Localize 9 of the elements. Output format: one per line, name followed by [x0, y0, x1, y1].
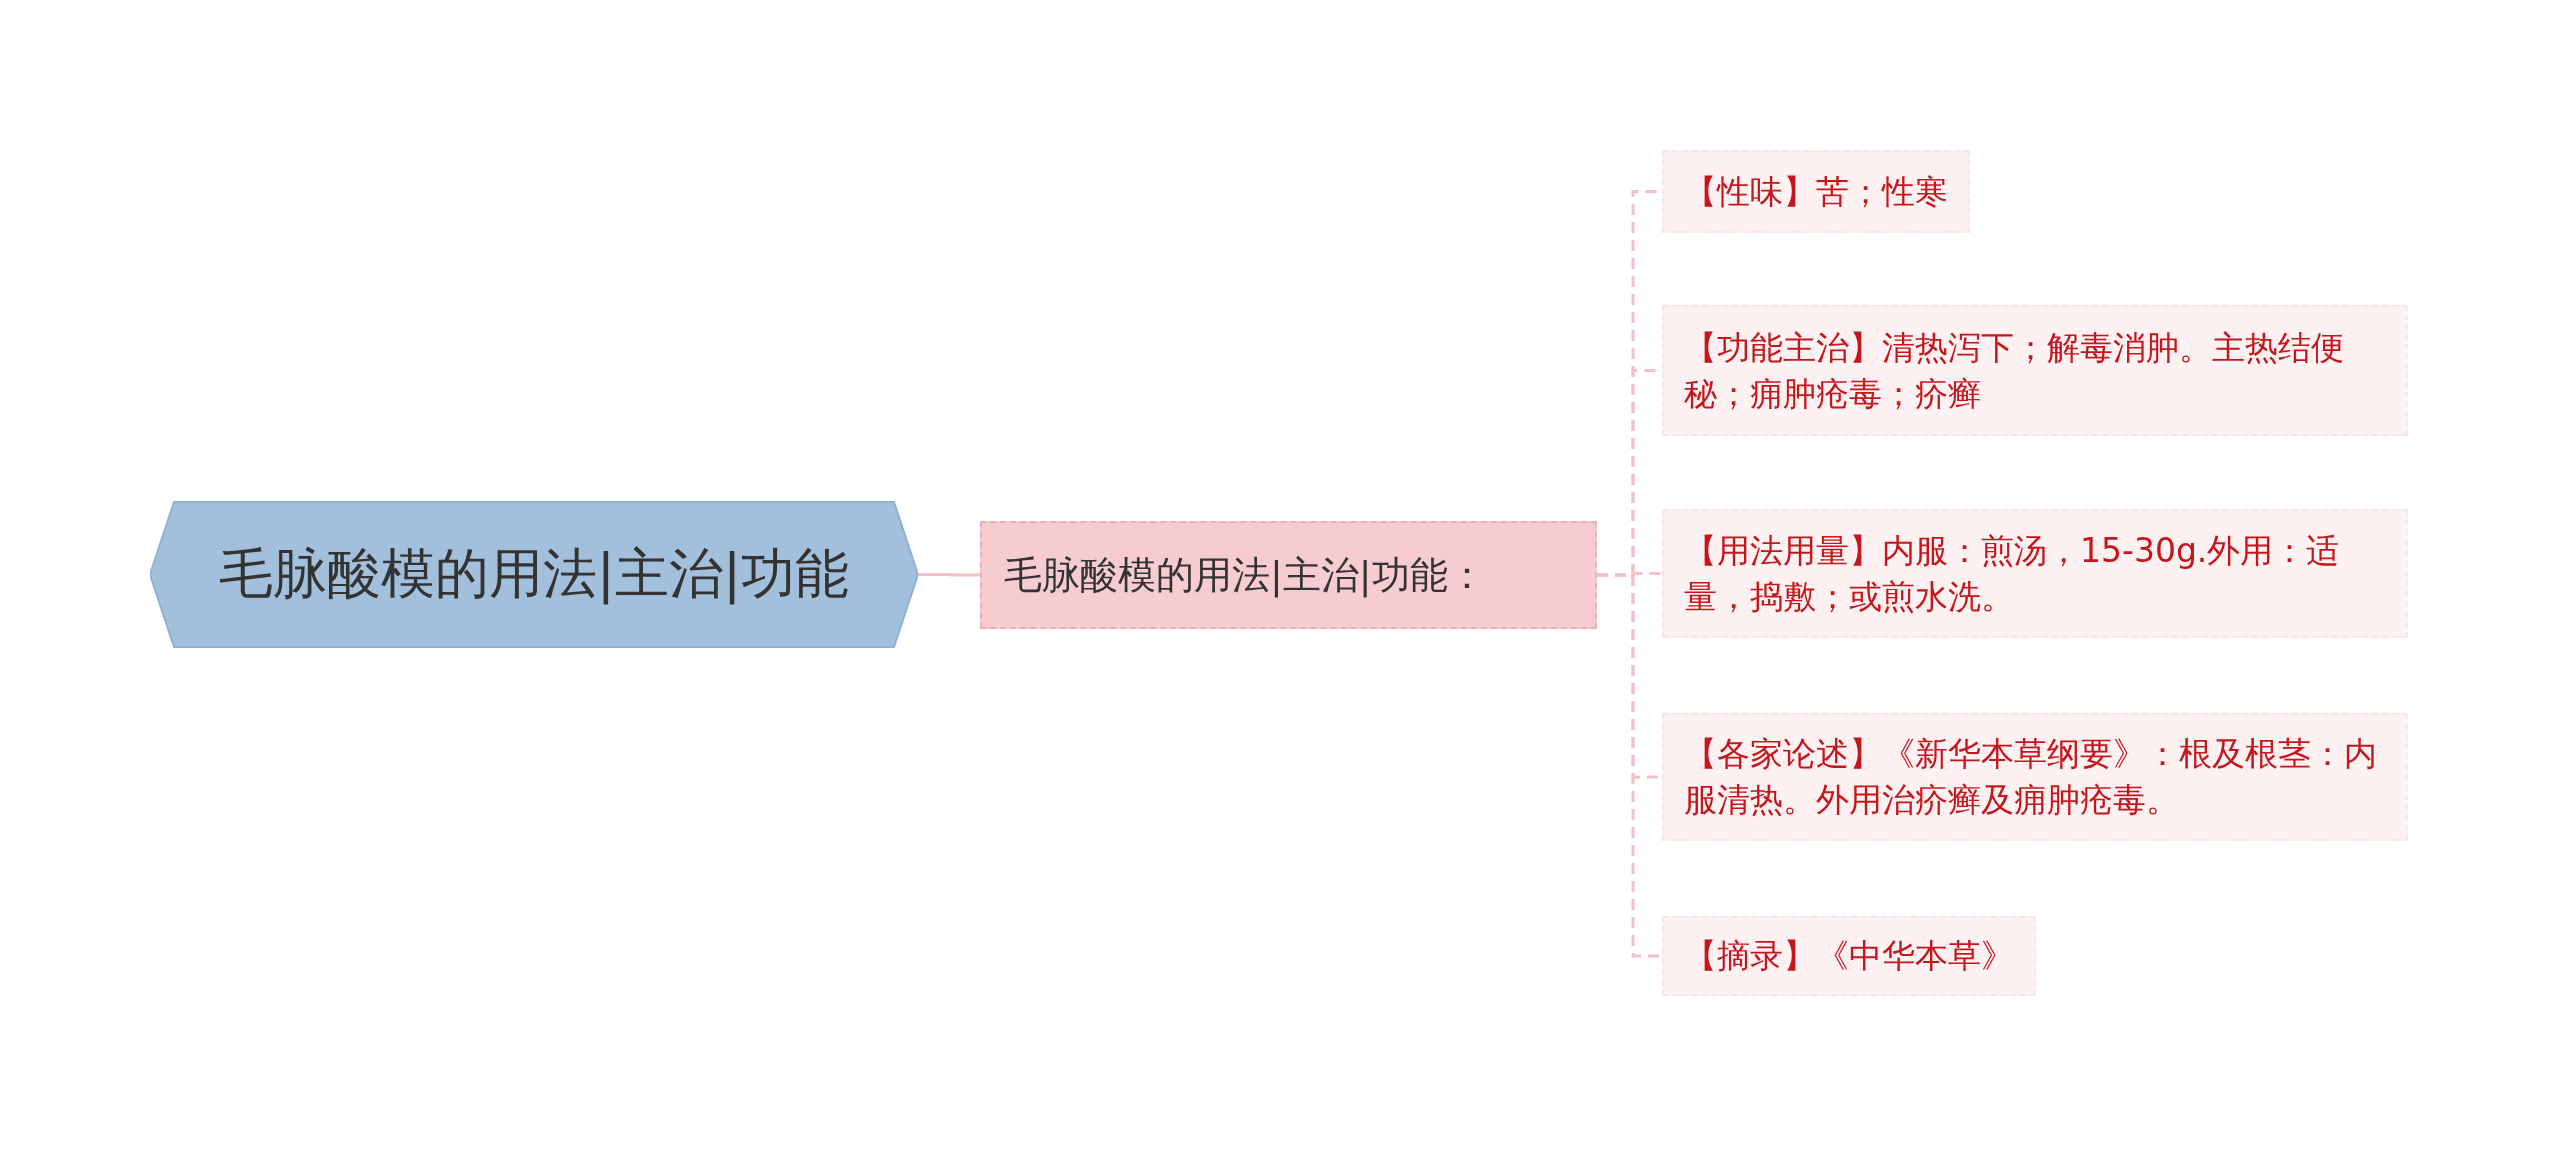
note-box: 【功能主治】清热泻下；解毒消肿。主热结便秘；痈肿疮毒；疥癣 — [1662, 305, 2408, 436]
topic-box: 毛脉酸模的用法|主治|功能： — [980, 521, 1597, 629]
note-box: 【摘录】《中华本草》 — [1662, 916, 2036, 996]
note-box: 【性味】苦；性寒 — [1662, 150, 1970, 233]
hexagon-node: 毛脉酸模的用法|主治|功能 — [150, 501, 918, 648]
connector-line — [918, 573, 980, 577]
note-box: 【各家论述】《新华本草纲要》：根及根茎：内服清热。外用治疥癣及痈肿疮毒。 — [1662, 713, 2408, 841]
connector-line — [1597, 573, 1662, 958]
note-box: 【用法用量】内服：煎汤，15-30g.外用：适量，捣敷；或煎水洗。 — [1662, 509, 2408, 638]
